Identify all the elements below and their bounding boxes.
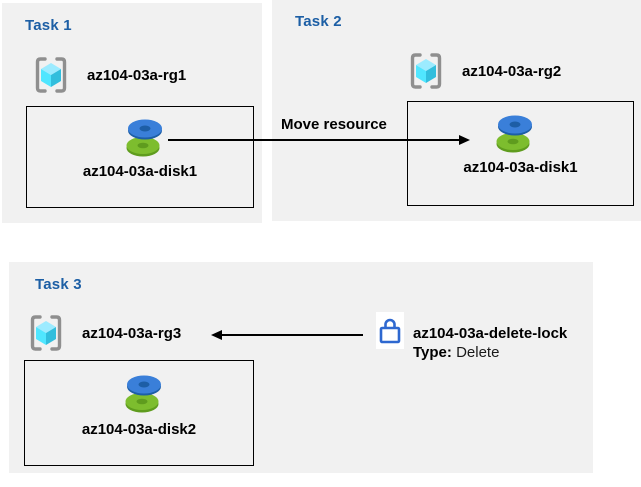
task2-title: Task 2 <box>295 13 342 30</box>
resource-group-name: az104-03a-rg1 <box>87 66 187 84</box>
task1-resource-group: az104-03a-rg1 <box>34 56 186 94</box>
lock-name: az104-03a-delete-lock <box>413 325 568 342</box>
task3-title: Task 3 <box>35 276 82 293</box>
disk-icon <box>124 116 164 160</box>
task2-panel: Task 2 az104-03a-rg2 <box>272 0 641 221</box>
lock-type-value: Delete <box>456 344 500 361</box>
resource-group-icon <box>34 56 68 94</box>
task3-resource-group: az104-03a-rg3 <box>29 314 181 352</box>
task1-resource-box: az104-03a-disk1 <box>26 106 254 208</box>
move-resource-label: Move resource <box>281 116 387 133</box>
lock-type: Type: Delete <box>413 343 567 362</box>
resource-group-icon <box>409 52 443 90</box>
lock-arrow-head <box>211 330 222 340</box>
move-arrow-line <box>168 139 460 141</box>
resource-group-icon <box>29 314 63 352</box>
lock-annotation: az104-03a-delete-lock Type: Delete <box>413 324 567 362</box>
disk-name: az104-03a-disk1 <box>463 159 578 176</box>
disk-name: az104-03a-disk2 <box>81 421 197 438</box>
lock-icon <box>376 312 404 349</box>
lock-type-label: Type: <box>413 344 452 361</box>
task1-title: Task 1 <box>25 17 72 34</box>
disk-icon <box>494 112 534 156</box>
task3-panel: Task 3 az104-03a-rg3 <box>9 262 593 473</box>
task2-resource-group: az104-03a-rg2 <box>409 52 561 90</box>
task3-resource-box: az104-03a-disk2 <box>24 360 254 466</box>
disk-name: az104-03a-disk1 <box>82 163 198 180</box>
task1-panel: Task 1 az104-03a-rg1 <box>2 3 262 223</box>
resource-group-name: az104-03a-rg3 <box>82 324 182 342</box>
task2-resource-box: az104-03a-disk1 <box>407 101 634 206</box>
lock-arrow-line <box>221 334 363 336</box>
resource-group-name: az104-03a-rg2 <box>462 62 562 80</box>
move-arrow-head <box>459 135 470 145</box>
disk-icon <box>123 372 163 416</box>
